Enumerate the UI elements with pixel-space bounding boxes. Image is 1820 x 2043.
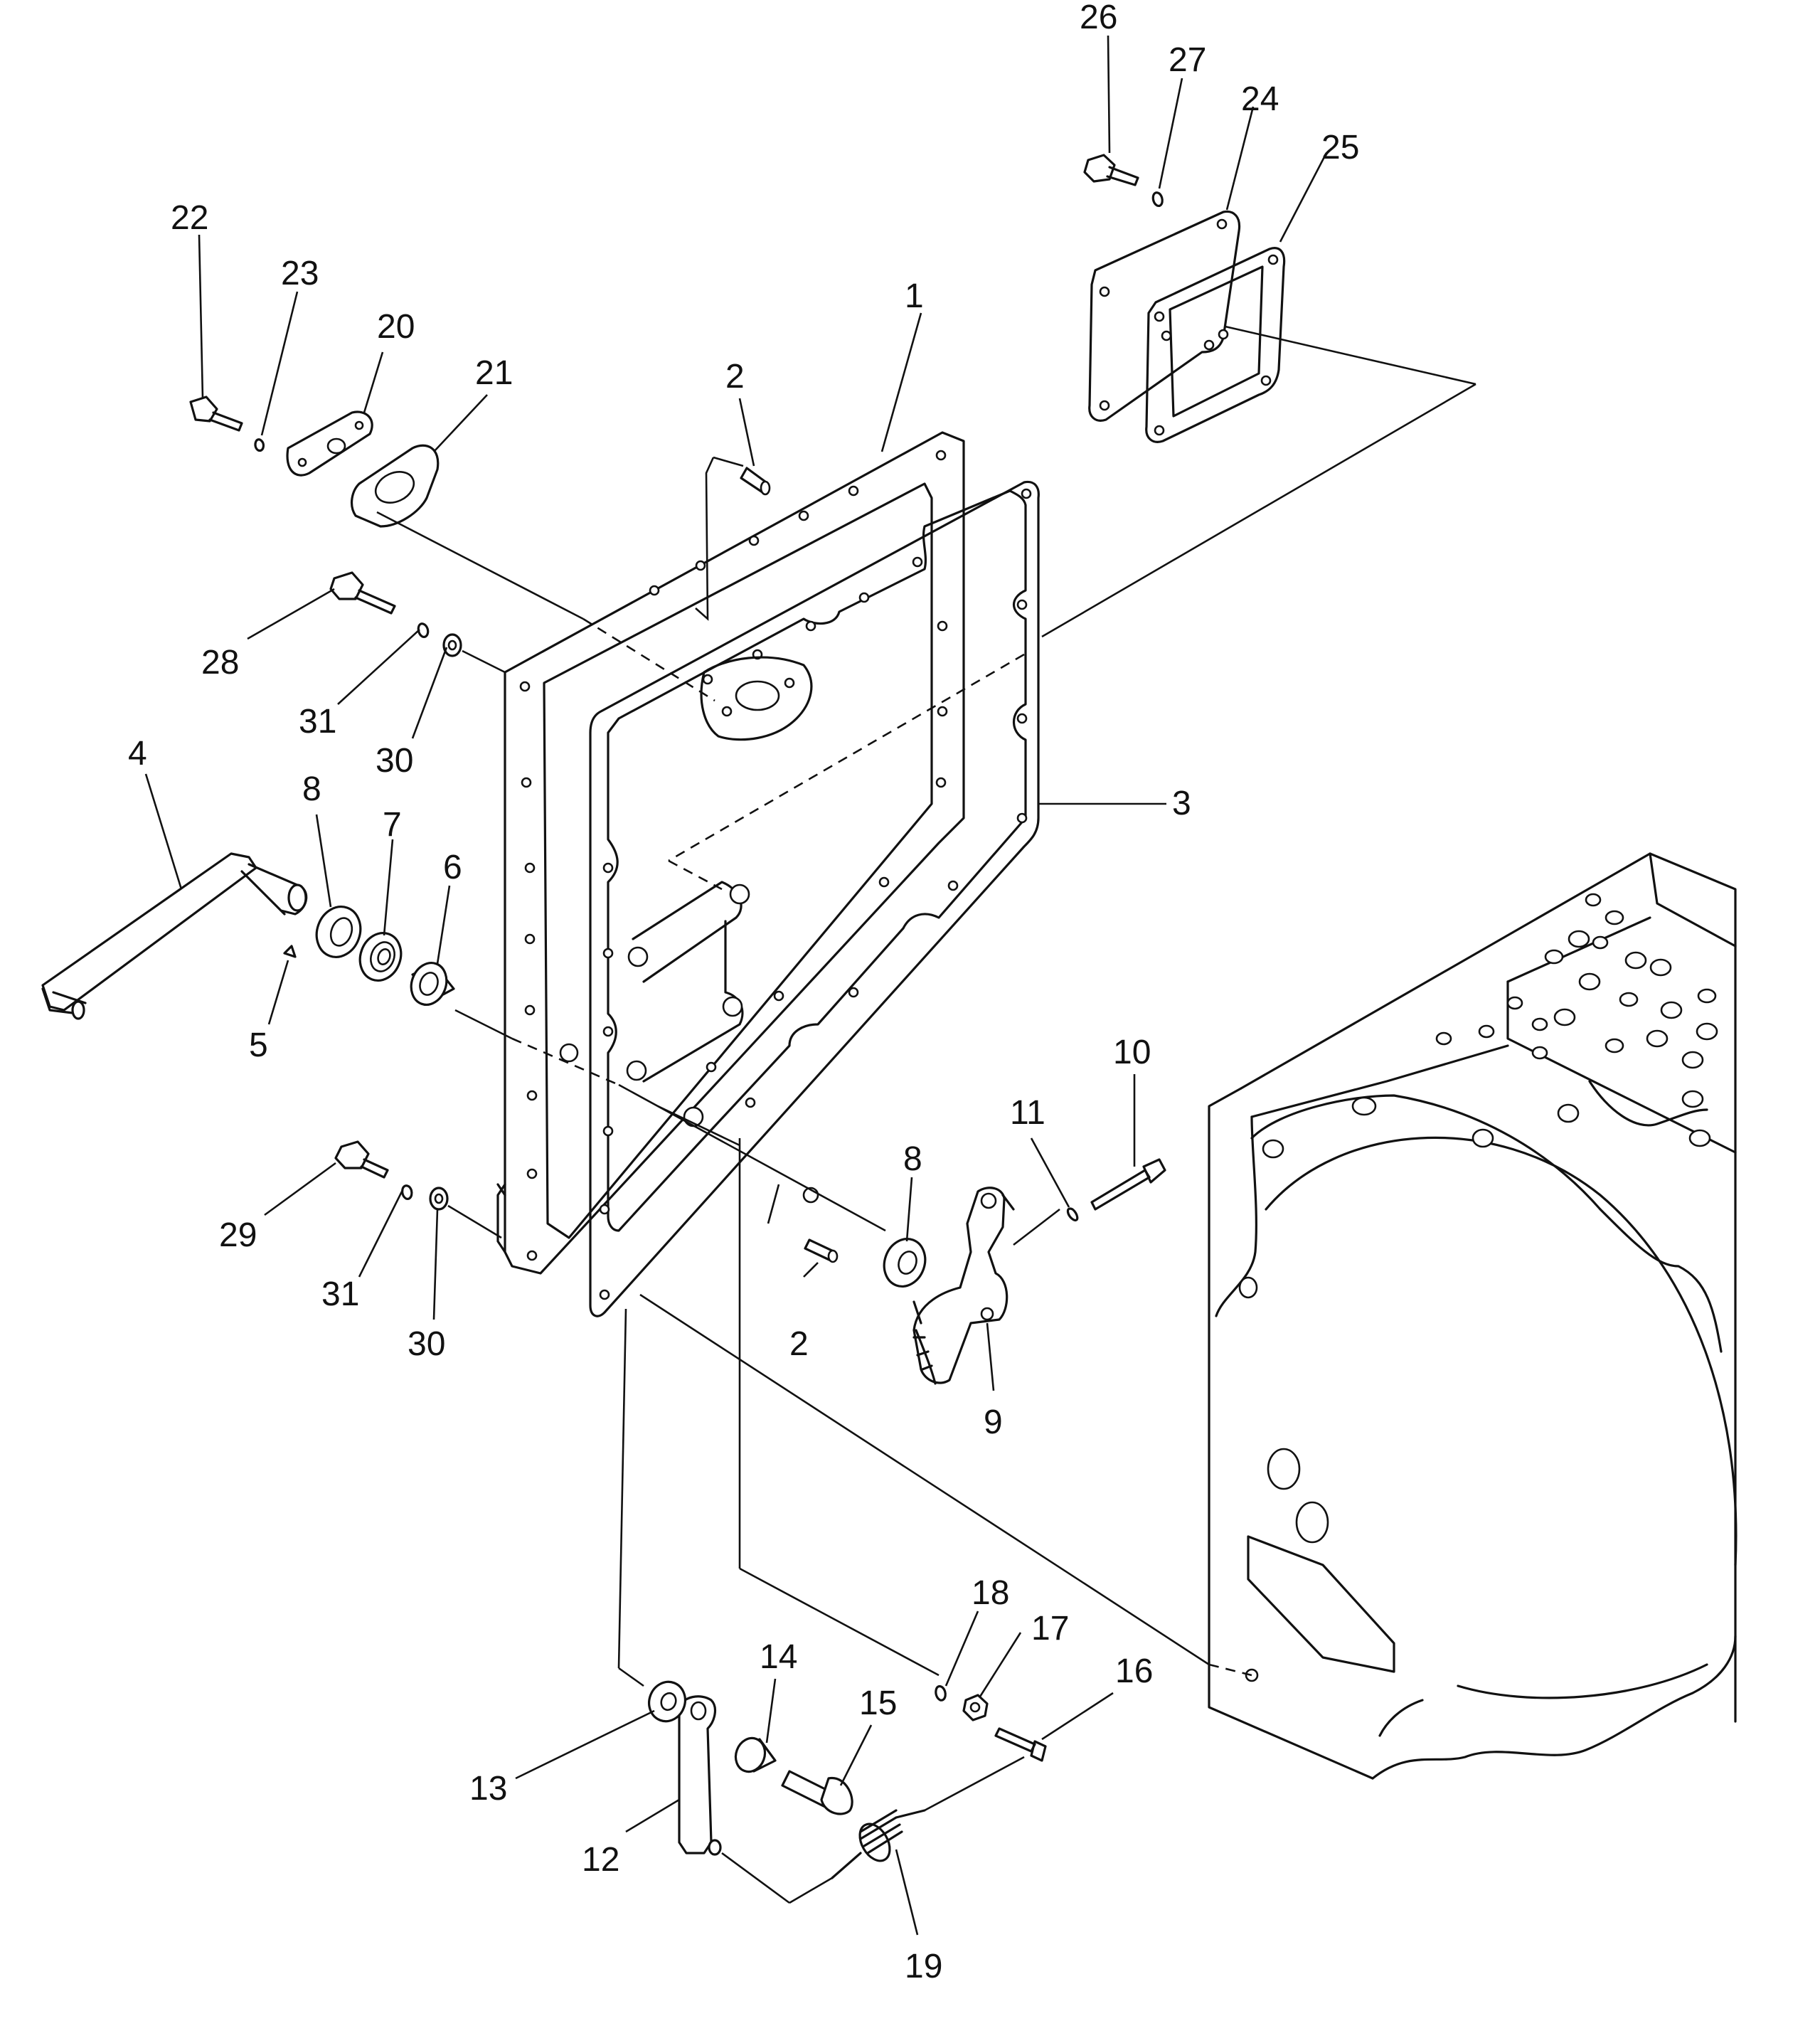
washer-30-upper <box>442 633 462 657</box>
callout-22: 22 <box>171 199 208 237</box>
bolt-22 <box>189 396 243 432</box>
callout-7: 7 <box>383 806 402 844</box>
leader-lines <box>144 35 1328 1936</box>
callout-3: 3 <box>1172 785 1191 822</box>
washer-13 <box>648 1680 686 1723</box>
callout-12: 12 <box>582 1841 619 1879</box>
callout-17: 17 <box>1031 1610 1069 1647</box>
assembly-lines <box>376 312 1476 1904</box>
callout-30-lower: 30 <box>408 1325 445 1363</box>
callout-6: 6 <box>443 849 462 886</box>
lock-washer-11 <box>1066 1207 1079 1222</box>
lock-washer-27 <box>1151 191 1164 207</box>
callout-26: 26 <box>1080 0 1117 36</box>
parts <box>41 154 1286 1879</box>
nut-17 <box>962 1694 989 1721</box>
bolt-10 <box>1090 1158 1166 1211</box>
woodruff-key <box>283 945 297 958</box>
callout-9: 9 <box>984 1403 1003 1441</box>
callout-29: 29 <box>219 1216 257 1254</box>
callout-4: 4 <box>128 735 147 773</box>
callout-labels: 1 2 2 3 4 5 6 7 8 8 9 10 11 12 13 14 15 … <box>128 0 1359 1985</box>
cover-plate <box>496 431 965 1275</box>
bushing-14 <box>734 1736 777 1773</box>
callout-31-lower: 31 <box>321 1275 359 1313</box>
callout-11: 11 <box>1010 1094 1045 1132</box>
callout-25: 25 <box>1321 129 1359 166</box>
callout-21: 21 <box>475 354 513 392</box>
bolt-29 <box>334 1140 389 1179</box>
washer-30-lower <box>429 1187 449 1211</box>
callout-15: 15 <box>859 1684 897 1722</box>
callout-18: 18 <box>972 1574 1009 1612</box>
spring-19 <box>831 1809 926 1879</box>
callout-8-lower: 8 <box>903 1140 922 1178</box>
dowel-pin-upper <box>740 467 771 496</box>
callout-14: 14 <box>760 1638 797 1676</box>
small-gasket-21 <box>350 444 440 528</box>
sector-gear <box>912 1187 1015 1385</box>
lock-washer-31-upper <box>417 622 430 638</box>
small-cover-20 <box>286 410 373 477</box>
lock-washer-18 <box>935 1684 947 1702</box>
callout-30-upper: 30 <box>376 742 413 780</box>
callout-13: 13 <box>469 1770 507 1808</box>
dowel-pin-lower <box>804 1238 839 1263</box>
callout-8-upper: 8 <box>302 770 321 808</box>
callout-10: 10 <box>1113 1034 1151 1071</box>
lock-washer-31-lower <box>401 1184 413 1200</box>
bolt-16 <box>994 1727 1047 1762</box>
callout-2-lower: 2 <box>789 1325 809 1363</box>
gasket <box>559 480 1040 1317</box>
lever-12 <box>678 1695 722 1856</box>
callout-5: 5 <box>249 1026 268 1064</box>
oil-seal-upper <box>315 906 362 958</box>
bolt-28 <box>329 571 396 615</box>
callout-31-upper: 31 <box>299 703 336 741</box>
callout-16: 16 <box>1115 1652 1153 1690</box>
callout-28: 28 <box>201 644 239 681</box>
needle-bushing <box>410 962 455 1006</box>
bolt-26 <box>1083 154 1139 186</box>
ball-bearing <box>358 932 403 982</box>
callout-1: 1 <box>905 277 924 315</box>
pin-bolt-15 <box>781 1770 853 1815</box>
callout-20: 20 <box>377 308 415 346</box>
callout-19: 19 <box>905 1948 942 1985</box>
callout-24: 24 <box>1241 80 1279 118</box>
callout-23: 23 <box>281 255 319 292</box>
oil-seal-lower <box>883 1238 927 1288</box>
callout-2-upper: 2 <box>725 358 745 396</box>
gasket-25 <box>1145 247 1286 443</box>
callout-27: 27 <box>1169 41 1206 79</box>
lock-washer-23 <box>254 438 265 452</box>
transmission-housing <box>1208 852 1737 1780</box>
shift-lever-arm <box>41 852 308 1020</box>
